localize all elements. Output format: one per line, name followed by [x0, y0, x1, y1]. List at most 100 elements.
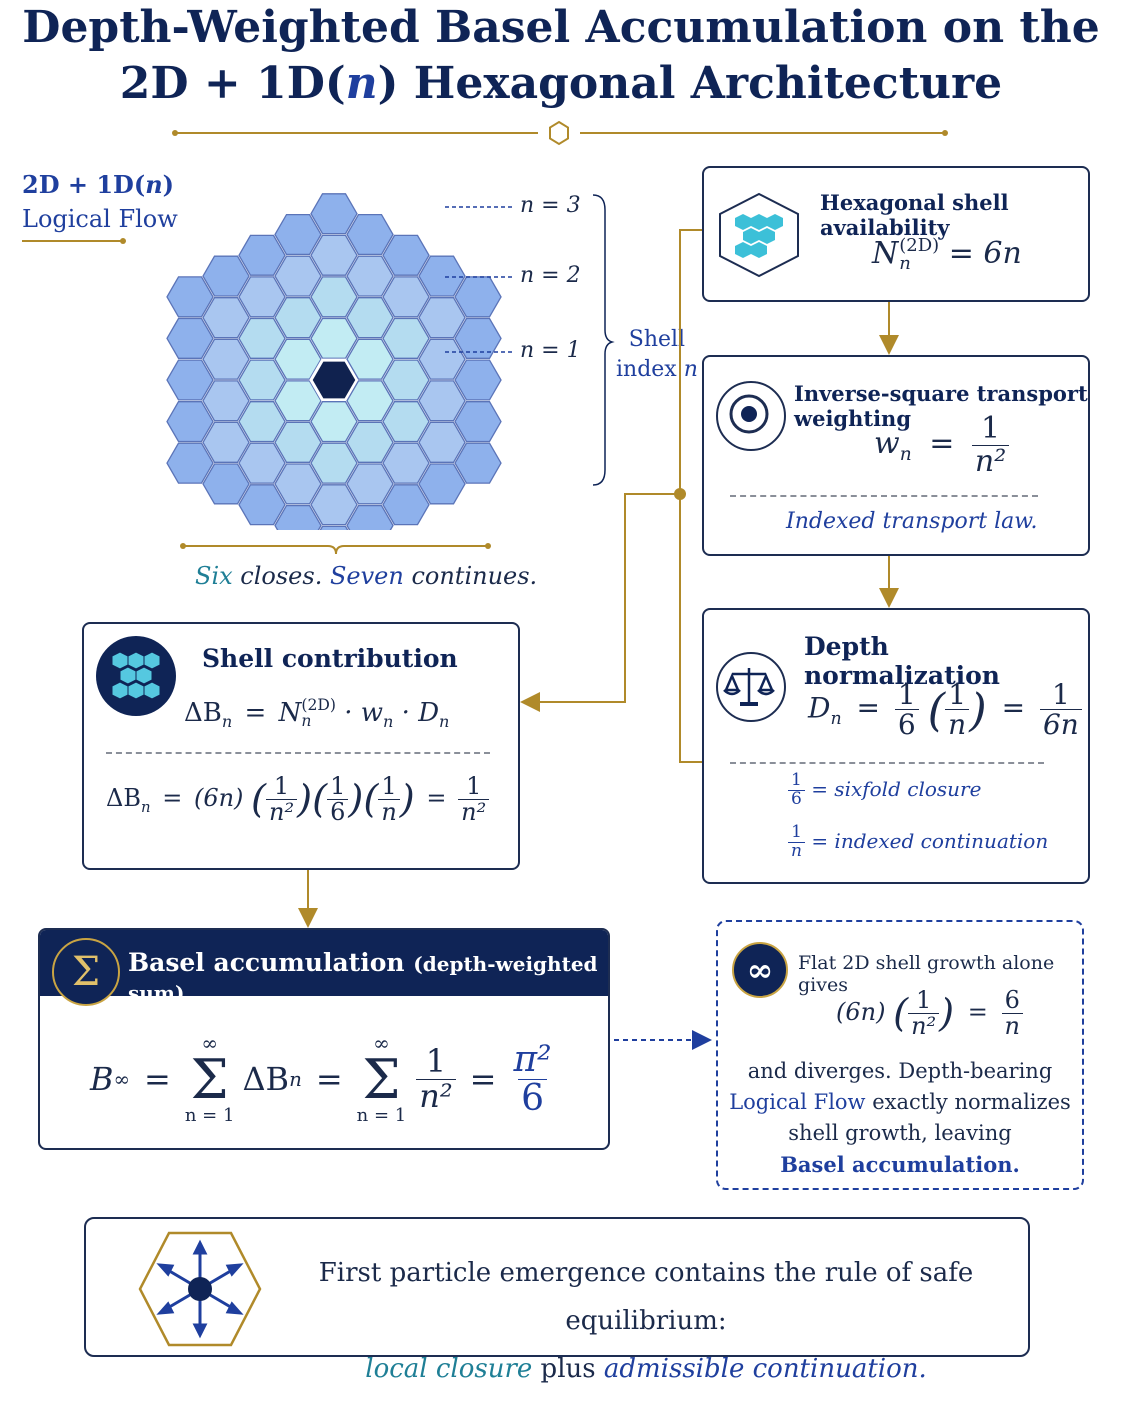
frac-num: 1 — [897, 678, 916, 711]
lattice-hex — [382, 317, 430, 359]
lattice-hex — [166, 401, 214, 443]
lattice-hex — [310, 442, 358, 484]
flat-line-4: shell growth, leaving — [788, 1121, 1012, 1145]
lattice-hex — [166, 359, 214, 401]
lattice-hex — [382, 234, 430, 276]
flat-logical-flow: Logical Flow — [729, 1090, 866, 1114]
lattice-hex — [310, 317, 358, 359]
eq-6n: (6n) — [836, 998, 886, 1027]
eq-sub: n — [140, 797, 151, 816]
paren-open: ( — [312, 777, 328, 823]
basel-header — [40, 930, 608, 996]
lattice-hex — [454, 317, 502, 359]
tagline-continues: continues. — [403, 562, 538, 590]
frac-den: n² — [971, 444, 1010, 478]
eq-N-sup: (2D) — [899, 235, 940, 256]
lattice-hex — [346, 504, 394, 530]
title-part: ) Hexagonal Architecture — [377, 58, 1003, 109]
lattice-hex — [346, 255, 394, 297]
frac-den: 6 — [327, 799, 349, 825]
sum-top: ∞ — [201, 1031, 218, 1055]
lattice-hex — [418, 421, 466, 463]
eq-N-sub: n — [301, 712, 312, 730]
shell-brace — [592, 194, 615, 486]
hex-cluster-icon — [716, 192, 802, 278]
basel-header-main: Basel accumulation — [128, 948, 405, 977]
logical-flow-label: 2D + 1D(n) Logical Flow — [22, 168, 178, 236]
logical-flow-underline — [22, 238, 126, 244]
lattice-hex — [202, 338, 250, 380]
flat-text-block: and diverges. Depth-bearing Logical Flow… — [718, 1056, 1082, 1180]
eq-N-sub: n — [899, 253, 911, 274]
eq-N: N — [278, 698, 302, 728]
paren-close: ) — [939, 991, 955, 1037]
eq-lhs: ΔB — [184, 698, 222, 728]
basel-header-small: (depth-weighted sum) — [128, 952, 598, 1005]
infinity-icon: ∞ — [732, 942, 788, 998]
eq-term-sub: n — [289, 1067, 302, 1091]
shell-index-line1: Shell — [628, 327, 686, 352]
legend-text: = indexed continuation — [811, 828, 1049, 853]
eq-sign: = — [856, 691, 881, 725]
paren-close: ) — [399, 777, 415, 823]
lattice-hex — [202, 297, 250, 339]
eq-sign: = — [244, 698, 267, 728]
card-inverse-divider — [730, 495, 1038, 497]
lattice-hex — [310, 484, 358, 526]
frac-num: 1 — [273, 772, 290, 800]
eq-B: B — [90, 1060, 114, 1098]
lattice-hex — [274, 213, 322, 256]
frac-den: 6 — [788, 789, 805, 809]
lattice-hex — [382, 401, 430, 443]
lattice-hex — [274, 421, 322, 463]
lattice-hex — [310, 276, 358, 318]
lattice-hex — [202, 463, 250, 505]
lattice-hex — [166, 276, 214, 318]
lattice-hex — [238, 484, 286, 526]
footer-admissible: admissible continuation. — [603, 1354, 927, 1384]
frac-num: 1 — [981, 411, 1001, 446]
flat-line-2: and diverges. Depth-bearing — [747, 1059, 1053, 1083]
eq-D-sub: n — [439, 712, 450, 732]
lattice-hex — [346, 213, 394, 256]
eq-w: · w — [344, 698, 384, 728]
frac-num: 1 — [1051, 678, 1070, 711]
divider-hex-icon — [549, 120, 569, 146]
lattice-hex — [418, 463, 466, 505]
lf-part: ) — [162, 170, 175, 199]
frac-num: 1 — [381, 772, 397, 800]
basel-header-title: Basel accumulation (depth-weighted sum) — [128, 948, 608, 1006]
frac-num: 1 — [791, 770, 802, 790]
eq-term: ΔB — [242, 1060, 290, 1098]
eq-D-sub: n — [830, 708, 842, 729]
sum-sigma: Σ — [190, 1048, 229, 1111]
tagline-seven: Seven — [329, 562, 404, 590]
eq-sign: = — [469, 1060, 497, 1098]
lattice-hex — [454, 401, 502, 443]
card-shell-contribution: Shell contribution ΔBn = N(2D)n · wn · D… — [82, 622, 520, 870]
lattice-hex — [274, 504, 322, 530]
lattice-hex — [310, 234, 358, 276]
shell-index-n: n — [683, 357, 698, 382]
frac-den: n — [788, 841, 805, 861]
paren-close: ) — [297, 777, 313, 823]
frac-num: 1 — [915, 986, 932, 1014]
lf-n: n — [145, 170, 163, 199]
card-hex-availability: Hexagonal shell availability N(2D)n = 6n — [702, 166, 1090, 302]
lattice-hex — [202, 421, 250, 463]
lattice-hex — [274, 463, 322, 505]
footer-text: First particle emergence contains the ru… — [276, 1249, 1016, 1393]
lattice-hex — [346, 463, 394, 505]
